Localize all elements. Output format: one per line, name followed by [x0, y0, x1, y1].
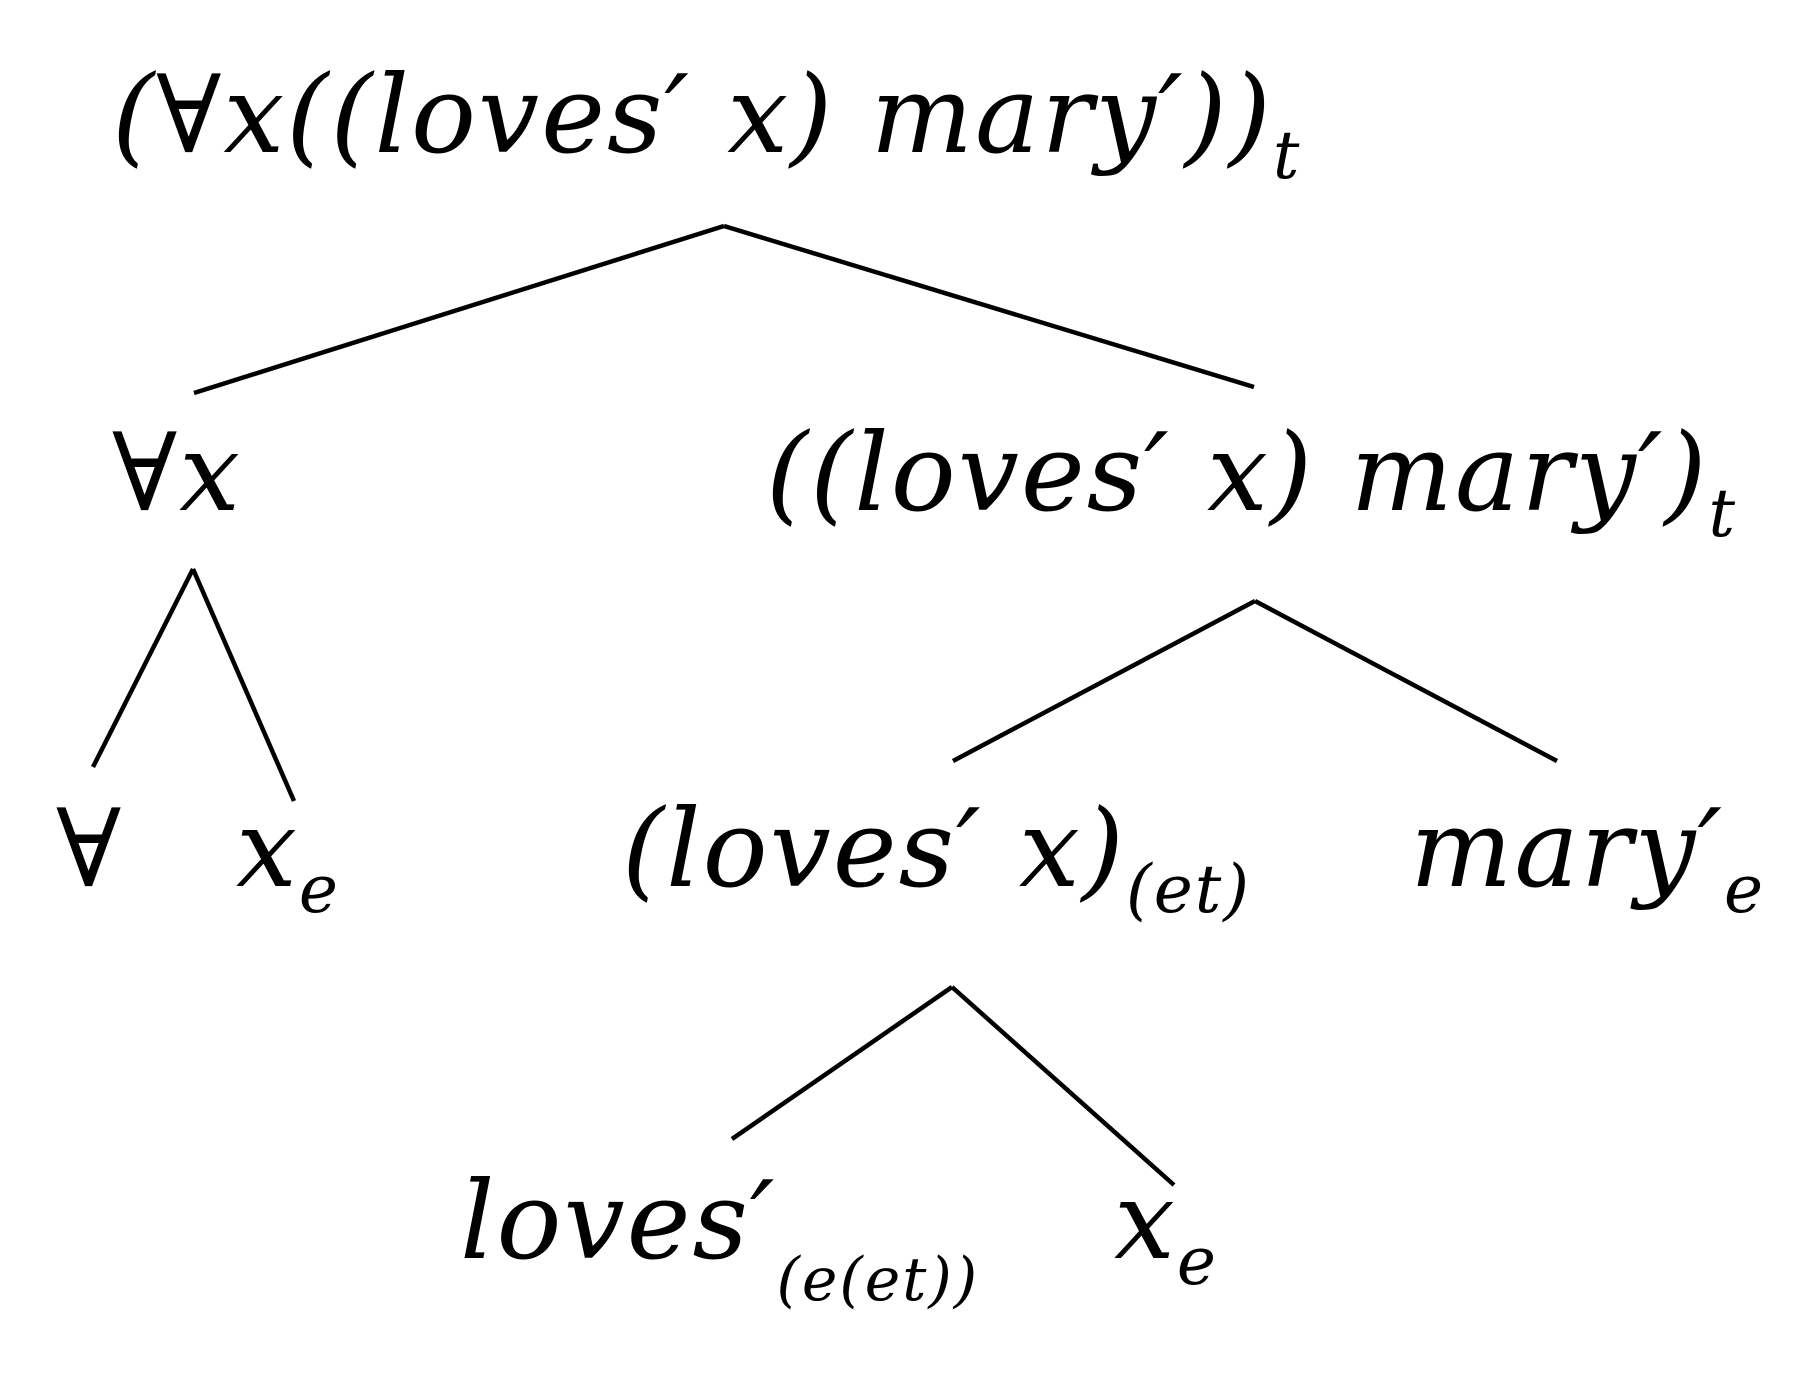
root-formula: (∀x((loves′ x) mary′)): [112, 53, 1273, 178]
x-variable-type: e: [298, 851, 340, 928]
x-variable-2-type: e: [1176, 1223, 1218, 1300]
edge-quantifier-forall: [90, 567, 196, 769]
forall-node: ∀: [56, 796, 123, 904]
x-variable-formula: x: [236, 787, 299, 912]
loves-x-node: (loves′ x)(et): [622, 796, 1251, 923]
loves-x-type: (et): [1125, 851, 1252, 928]
x-variable-2-formula: x: [1114, 1159, 1177, 1284]
loves-type: (e(et)): [776, 1245, 980, 1315]
root-node: (∀x((loves′ x) mary′))t: [112, 62, 1301, 189]
edge-loves-x-loves: [730, 985, 954, 1141]
mary-node: mary′e: [1410, 796, 1765, 923]
body-node: ((loves′ x) mary′)t: [766, 420, 1737, 547]
quantifier-node: ∀x: [112, 420, 242, 528]
edge-loves-x-x: [950, 985, 1176, 1187]
mary-type: e: [1723, 851, 1766, 928]
loves-x-formula: (loves′ x): [622, 787, 1126, 912]
edge-quantifier-x: [190, 568, 297, 802]
forall-symbol: ∀: [56, 787, 124, 912]
x-variable-node-2: xe: [1114, 1168, 1218, 1295]
quantifier-formula: ∀x: [112, 411, 243, 536]
body-formula: ((loves′ x) mary′): [766, 411, 1709, 536]
body-type: t: [1708, 475, 1738, 552]
loves-node: loves′(e(et)): [460, 1168, 979, 1311]
x-variable-node: xe: [236, 796, 340, 923]
edge-body-mary: [1253, 599, 1559, 763]
edge-body-loves-x: [951, 599, 1257, 763]
edge-root-body: [723, 223, 1255, 390]
root-type: t: [1272, 117, 1302, 194]
mary-formula: mary′: [1410, 787, 1724, 912]
edge-root-quantifier: [193, 223, 725, 396]
loves-formula: loves′: [460, 1159, 777, 1284]
